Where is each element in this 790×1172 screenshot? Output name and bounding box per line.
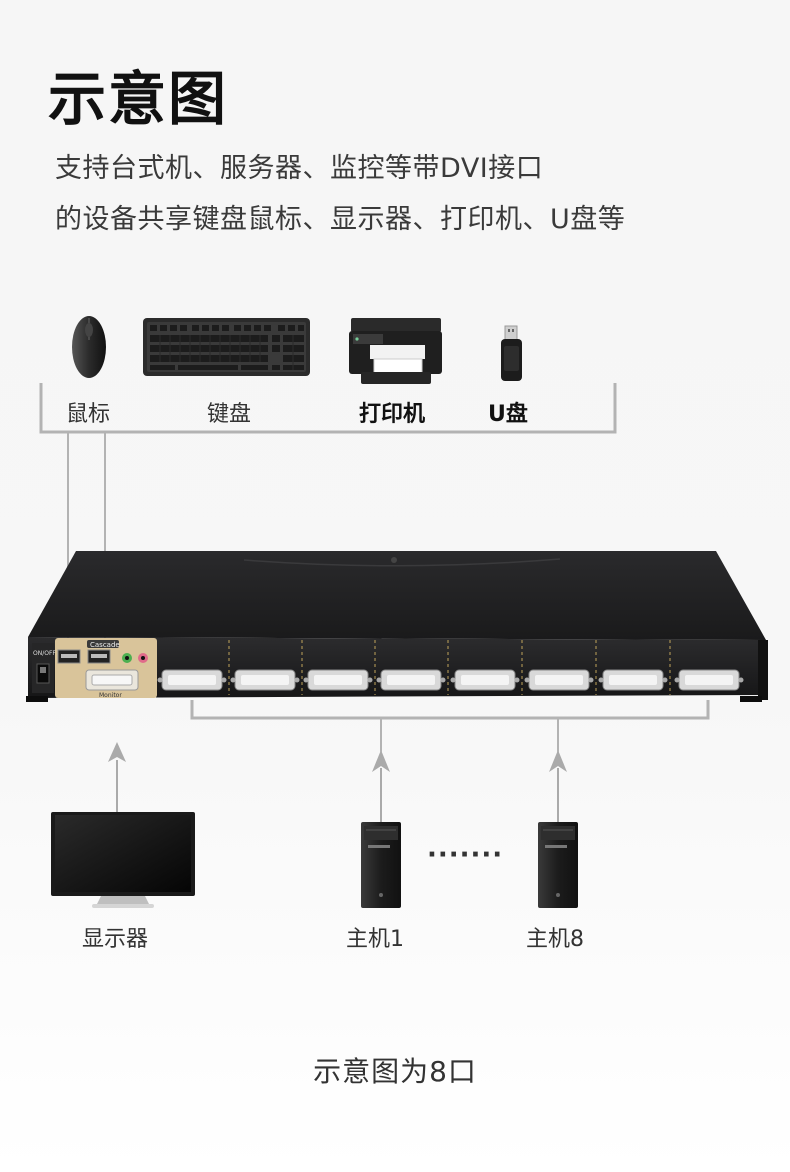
- page-title: 示意图: [48, 65, 229, 133]
- monitor-icon: [51, 812, 195, 908]
- usb-drive-icon: [501, 325, 522, 381]
- dvi-port-row: [157, 640, 744, 695]
- host8-tower-icon: [538, 822, 578, 908]
- caption: 示意图为8口: [313, 1055, 477, 1088]
- dvi-port: [524, 669, 594, 691]
- power-switch-label: ON/OFF: [33, 650, 56, 657]
- host1-tower-icon: [361, 822, 401, 908]
- host-bracket: [190, 700, 710, 720]
- host1-label: 主机1: [346, 927, 404, 952]
- ellipsis-dots: ·······: [427, 840, 504, 870]
- host8-label: 主机8: [526, 927, 584, 952]
- dvi-port: [598, 669, 668, 691]
- printer-label: 打印机: [359, 402, 426, 427]
- peripheral-bracket: [39, 383, 617, 434]
- mouse-label: 鼠标: [66, 402, 111, 427]
- dvi-port: [450, 669, 520, 691]
- cascade-port-label: Cascade: [90, 641, 120, 649]
- dvi-port: [674, 669, 744, 691]
- dvi-port: [376, 669, 446, 691]
- subtitle-line-2: 的设备共享键盘鼠标、显示器、打印机、U盘等: [55, 204, 626, 235]
- dvi-port: [230, 669, 300, 691]
- monitor-port-label: Monitor: [99, 692, 122, 699]
- dvi-port: [303, 669, 373, 691]
- mouse-icon: [72, 316, 106, 378]
- monitor-label: 显示器: [82, 927, 149, 952]
- dvi-port: [157, 669, 227, 691]
- keyboard-label: 键盘: [207, 402, 252, 427]
- subtitle-line-1: 支持台式机、服务器、监控等带DVI接口: [55, 153, 544, 184]
- keyboard-icon: [143, 318, 310, 376]
- printer-icon: [349, 318, 442, 384]
- monitor-arrow-icon: [108, 742, 126, 762]
- usb-label: U盘: [488, 402, 528, 427]
- host1-arrow-icon: [372, 750, 390, 772]
- host8-arrow-icon: [549, 750, 567, 772]
